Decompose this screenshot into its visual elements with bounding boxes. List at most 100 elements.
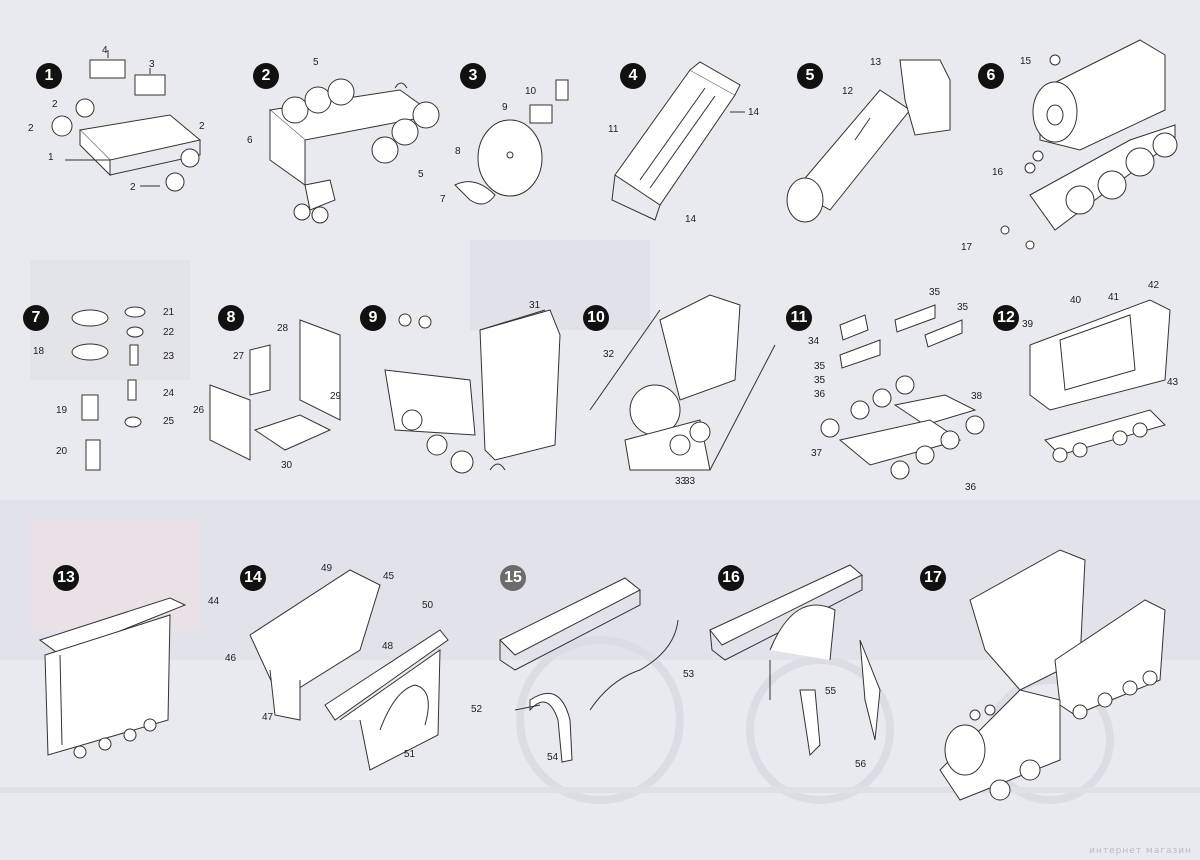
step-4-drawing bbox=[611, 61, 745, 221]
step-badge-3: 3 bbox=[460, 63, 486, 89]
part-callout: 5 bbox=[313, 57, 319, 68]
part-callout: 22 bbox=[163, 327, 175, 338]
part-callout: 29 bbox=[330, 391, 342, 402]
part-callout: 26 bbox=[193, 405, 205, 416]
part-callout: 1 bbox=[48, 152, 54, 163]
step-badge-9: 9 bbox=[360, 305, 386, 331]
step-15-drawing bbox=[499, 577, 679, 763]
part-callout: 21 bbox=[163, 307, 175, 318]
part-callout: 8 bbox=[455, 146, 461, 157]
step-5-drawing bbox=[786, 59, 951, 223]
part-callout: 35 bbox=[814, 375, 826, 386]
step-1-drawing bbox=[51, 50, 202, 192]
step-badge-14: 14 bbox=[240, 565, 266, 591]
step-badge-2: 2 bbox=[253, 63, 279, 89]
part-callout: 31 bbox=[529, 300, 541, 311]
part-callout: 28 bbox=[277, 323, 289, 334]
part-callout: 46 bbox=[225, 653, 237, 664]
part-callout: 34 bbox=[808, 336, 820, 347]
part-callout: 13 bbox=[870, 57, 882, 68]
part-callout: 45 bbox=[383, 571, 395, 582]
part-callout: 2 bbox=[28, 123, 34, 134]
step-badge-15: 15 bbox=[500, 565, 526, 591]
part-callout: 2 bbox=[199, 121, 205, 132]
part-callout: 24 bbox=[163, 388, 175, 399]
part-callout: 4 bbox=[102, 45, 108, 56]
part-callout: 33 bbox=[684, 476, 696, 487]
part-callout: 17 bbox=[961, 242, 973, 253]
part-callout: 5 bbox=[418, 169, 424, 180]
part-callout: 44 bbox=[208, 596, 220, 607]
step-8-drawing bbox=[209, 319, 341, 461]
part-callout: 14 bbox=[748, 107, 760, 118]
step-badge-7: 7 bbox=[23, 305, 49, 331]
part-callout: 49 bbox=[321, 563, 333, 574]
part-callout: 2 bbox=[52, 99, 58, 110]
part-callout: 51 bbox=[404, 749, 416, 760]
step-badge-11: 11 bbox=[786, 305, 812, 331]
part-callout: 18 bbox=[33, 346, 45, 357]
part-callout: 42 bbox=[1148, 280, 1160, 291]
step-badge-13: 13 bbox=[53, 565, 79, 591]
step-2-drawing bbox=[268, 78, 440, 224]
part-callout: 43 bbox=[1167, 377, 1179, 388]
part-callout: 48 bbox=[382, 641, 394, 652]
part-callout: 55 bbox=[825, 686, 837, 697]
part-callout: 2 bbox=[130, 182, 136, 193]
step-9-drawing bbox=[384, 309, 561, 474]
part-callout: 37 bbox=[811, 448, 823, 459]
step-16-drawing bbox=[709, 564, 881, 757]
step-13-drawing bbox=[38, 597, 187, 759]
step-10-drawing bbox=[589, 294, 776, 471]
part-callout: 52 bbox=[471, 704, 483, 715]
part-callout: 38 bbox=[971, 391, 983, 402]
part-callout: 40 bbox=[1070, 295, 1082, 306]
part-callout: 10 bbox=[525, 86, 537, 97]
part-callout: 35 bbox=[929, 287, 941, 298]
part-callout: 33 bbox=[675, 476, 687, 487]
part-callout: 32 bbox=[603, 349, 615, 360]
step-badge-1: 1 bbox=[36, 63, 62, 89]
step-badge-4: 4 bbox=[620, 63, 646, 89]
step-6-drawing bbox=[1000, 39, 1178, 250]
step-badge-17: 17 bbox=[920, 565, 946, 591]
part-callout: 15 bbox=[1020, 56, 1032, 67]
step-badge-16: 16 bbox=[718, 565, 744, 591]
step-3-drawing bbox=[454, 79, 569, 205]
step-badge-5: 5 bbox=[797, 63, 823, 89]
step-badge-12: 12 bbox=[993, 305, 1019, 331]
watermark: интернет магазин bbox=[1089, 846, 1192, 856]
step-17-drawing bbox=[939, 549, 1166, 801]
part-callout: 12 bbox=[842, 86, 854, 97]
part-callout: 9 bbox=[502, 102, 508, 113]
part-callout: 41 bbox=[1108, 292, 1120, 303]
part-callout: 27 bbox=[233, 351, 245, 362]
step-badge-8: 8 bbox=[218, 305, 244, 331]
part-callout: 6 bbox=[247, 135, 253, 146]
step-11-drawing bbox=[820, 304, 985, 480]
part-callout: 7 bbox=[440, 194, 446, 205]
part-callout: 16 bbox=[992, 167, 1004, 178]
part-callout: 56 bbox=[855, 759, 867, 770]
step-badge-6: 6 bbox=[978, 63, 1004, 89]
part-callout: 11 bbox=[608, 124, 619, 135]
part-callout: 20 bbox=[56, 446, 68, 457]
part-callout: 23 bbox=[163, 351, 175, 362]
part-callout: 54 bbox=[547, 752, 559, 763]
step-12-drawing bbox=[1029, 299, 1171, 463]
part-callout: 39 bbox=[1022, 319, 1034, 330]
part-callout: 36 bbox=[965, 482, 977, 493]
part-callout: 35 bbox=[957, 302, 969, 313]
part-callout: 30 bbox=[281, 460, 293, 471]
part-callout: 36 bbox=[814, 389, 826, 400]
part-callout: 25 bbox=[163, 416, 175, 427]
part-callout: 47 bbox=[262, 712, 274, 723]
step-7-drawing bbox=[71, 306, 146, 471]
part-callout: 19 bbox=[56, 405, 68, 416]
part-callout: 14 bbox=[685, 214, 697, 225]
step-14-drawing bbox=[249, 569, 449, 771]
step-badge-10: 10 bbox=[583, 305, 609, 331]
